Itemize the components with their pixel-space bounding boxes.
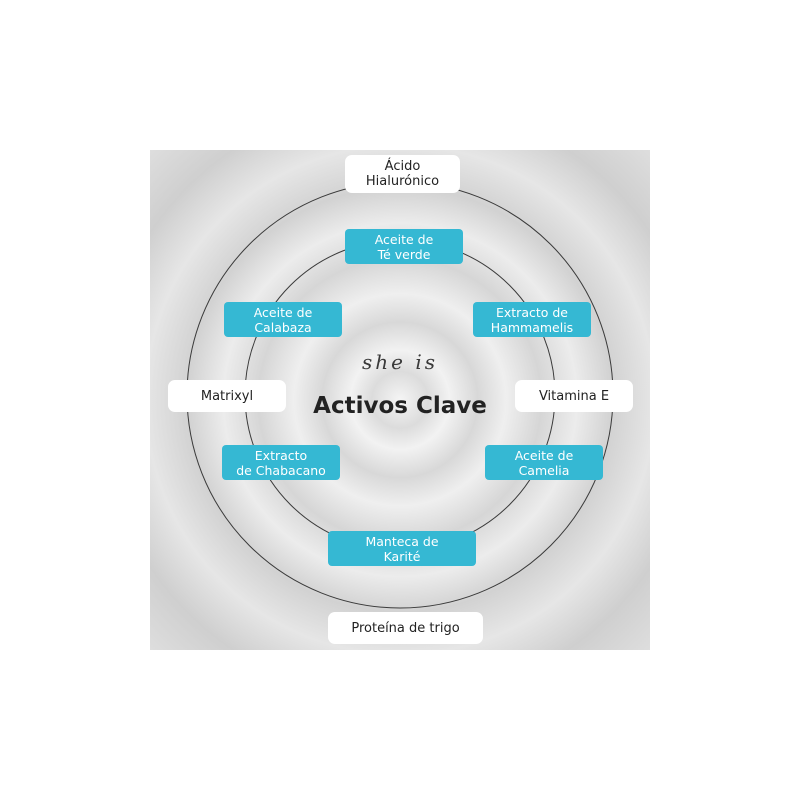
inner-item-lower-left: Extracto de Chabacano bbox=[222, 445, 340, 480]
outer-item-right: Vitamina E bbox=[515, 380, 633, 412]
outer-item-left: Matrixyl bbox=[168, 380, 286, 412]
inner-item-top: Aceite de Té verde bbox=[345, 229, 463, 264]
brand-logo-script: she is bbox=[362, 350, 438, 374]
inner-item-lower-right: Aceite de Camelia bbox=[485, 445, 603, 480]
outer-item-top: Ácido Hialurónico bbox=[345, 155, 460, 193]
inner-item-bottom: Manteca de Karité bbox=[328, 531, 476, 566]
page-title: Activos Clave bbox=[313, 393, 487, 419]
outer-item-bottom: Proteína de trigo bbox=[328, 612, 483, 644]
inner-item-upper-left: Aceite de Calabaza bbox=[224, 302, 342, 337]
inner-item-upper-right: Extracto de Hammamelis bbox=[473, 302, 591, 337]
ingredients-panel: she is Activos Clave Ácido Hialurónico M… bbox=[150, 150, 650, 650]
